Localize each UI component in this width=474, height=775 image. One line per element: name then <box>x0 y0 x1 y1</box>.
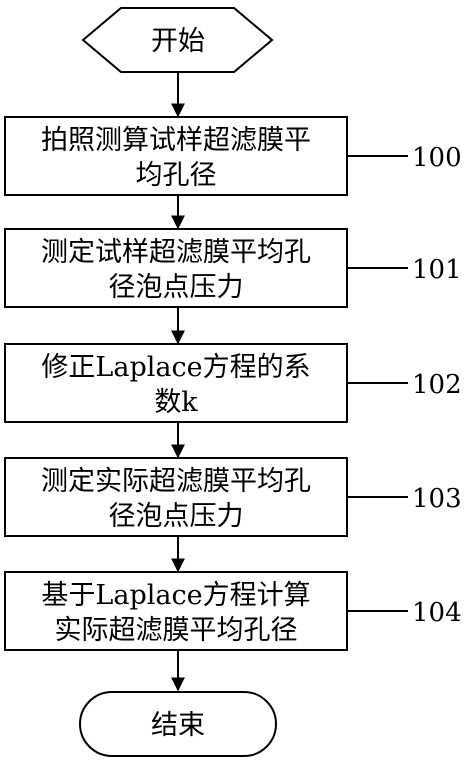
ref-label-104: 104 <box>412 598 462 628</box>
step-box-100 <box>4 116 348 196</box>
step-103-line-2: 径泡点压力 <box>109 501 244 532</box>
ref-label-101: 101 <box>412 255 462 285</box>
start-terminal <box>81 7 274 73</box>
ref-label-103: 103 <box>412 484 462 514</box>
step-104-line-1: 基于Laplace方程计算 <box>41 580 310 611</box>
step-102-line-1: 修正Laplace方程的系 <box>41 352 310 383</box>
end-terminal <box>79 691 277 757</box>
step-104-line-2: 实际超滤膜平均孔径 <box>55 615 298 646</box>
ref-label-100: 100 <box>412 143 462 173</box>
step-100-line-2: 均孔径 <box>136 160 217 191</box>
ref-label-102: 102 <box>412 370 462 400</box>
step-103-line-1: 测定实际超滤膜平均孔 <box>41 466 311 497</box>
step-101-line-2: 径泡点压力 <box>109 272 244 303</box>
end-label: 结束 <box>151 710 205 741</box>
start-label: 开始 <box>151 26 205 57</box>
step-100-line-1: 拍照测算试样超滤膜平 <box>41 125 311 156</box>
step-box-103 <box>4 457 348 537</box>
step-102-line-2: 数k <box>154 387 198 418</box>
step-101-line-1: 测定试样超滤膜平均孔 <box>41 237 311 268</box>
